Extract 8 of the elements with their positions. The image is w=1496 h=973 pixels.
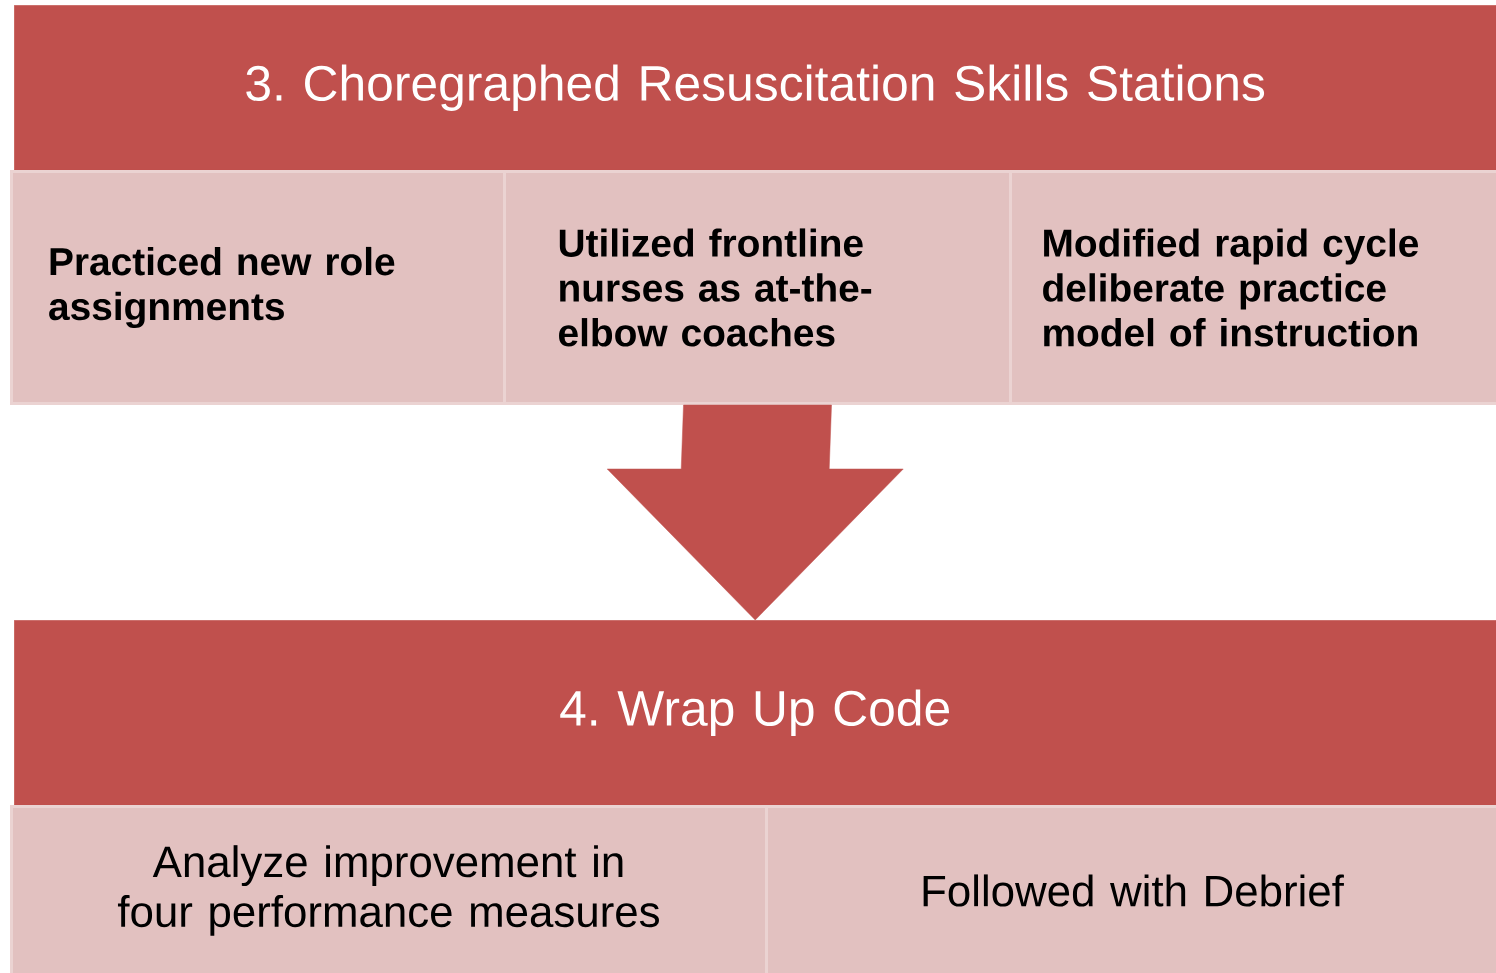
title-band: 4. Wrap Up Code [14,620,1496,806]
text-box: Followed with Debrief [765,805,1496,973]
title-band: 3. Choregraphed Resuscitation Skills Stations [14,5,1496,171]
block-arrow [606,404,904,621]
text-box: Practiced new role assignments [10,170,506,405]
text-box: Analyze improvement in four performance measures [10,805,768,973]
text-box: Utilized frontline nurses as at-the-elbow coaches [503,170,1012,405]
text-box: Modified rapid cycle deliberate practice model of instruction [1009,170,1496,405]
